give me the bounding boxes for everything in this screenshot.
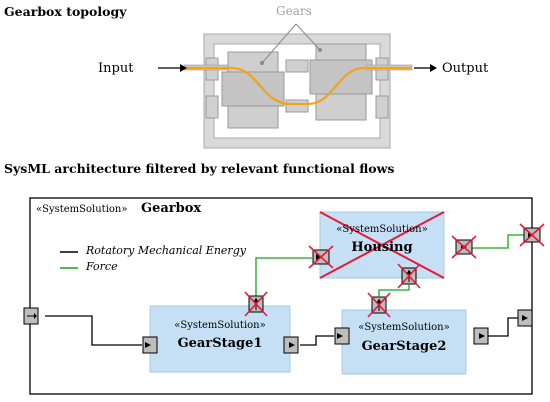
- gears-callout-line-1: [261, 23, 297, 64]
- port-gearbox-force: [519, 223, 545, 247]
- port-gearstage1-in: [142, 336, 158, 354]
- port-housing-force-right: [451, 235, 477, 259]
- flow-gearstage2-to-output: [488, 317, 518, 337]
- topology-heading: Gearbox topology: [4, 4, 127, 19]
- container-stereotype: «SystemSolution»: [36, 204, 128, 215]
- gearstage2-stereotype: «SystemSolution»: [358, 322, 450, 333]
- bearing-left-bottom: [205, 95, 219, 119]
- legend-force-label: Force: [86, 260, 118, 273]
- port-housing-force-bottom: [397, 263, 421, 289]
- gears-callout-label: Gears: [276, 4, 312, 18]
- housing-name: Housing: [351, 240, 413, 255]
- input-arrowhead: [180, 64, 187, 72]
- port-gearstage1-out: [283, 336, 299, 354]
- port-gearstage2-in: [334, 327, 350, 345]
- port-gearbox-output: [517, 309, 533, 327]
- legend-rotatory-label: Rotatory Mechanical Energy: [86, 244, 246, 257]
- port-gearstage2-out: [473, 327, 489, 345]
- force-housing-to-gearstage2: [378, 284, 410, 297]
- gearstage1-stereotype: «SystemSolution»: [174, 320, 266, 331]
- gearstage2-block: [341, 309, 467, 375]
- force-gearstage1-to-housing: [255, 257, 312, 296]
- gear-2-flange: [309, 59, 373, 95]
- flow-input-to-gearstage1: [45, 315, 142, 346]
- power-flow-path: [184, 66, 412, 106]
- port-gearstage2-force: [367, 292, 391, 318]
- gearbox-topology-figure: [158, 23, 437, 149]
- gears-callout-line-2: [295, 23, 321, 51]
- gearstage1-block: [149, 305, 291, 373]
- force-housing-to-boundary: [472, 234, 524, 249]
- port-gearbox-input: [23, 307, 39, 325]
- port-gearstage1-force: [244, 291, 268, 317]
- bearing-right-bottom: [375, 95, 389, 119]
- gearstage1-name: GearStage1: [177, 336, 263, 351]
- housing-cross-2: [319, 211, 445, 279]
- container-name: Gearbox: [141, 201, 202, 216]
- bearing-center-top: [285, 59, 309, 73]
- gearstage2-name: GearStage2: [361, 339, 447, 354]
- architecture-heading: SysML architecture filtered by relevant …: [4, 161, 395, 176]
- housing-stereotype: «SystemSolution»: [336, 224, 428, 235]
- output-arrowhead: [430, 64, 437, 72]
- output-label: Output: [442, 61, 489, 76]
- flow-gearstage1-to-gearstage2: [300, 335, 334, 346]
- input-label: Input: [98, 61, 134, 76]
- port-housing-force-left: [308, 245, 334, 269]
